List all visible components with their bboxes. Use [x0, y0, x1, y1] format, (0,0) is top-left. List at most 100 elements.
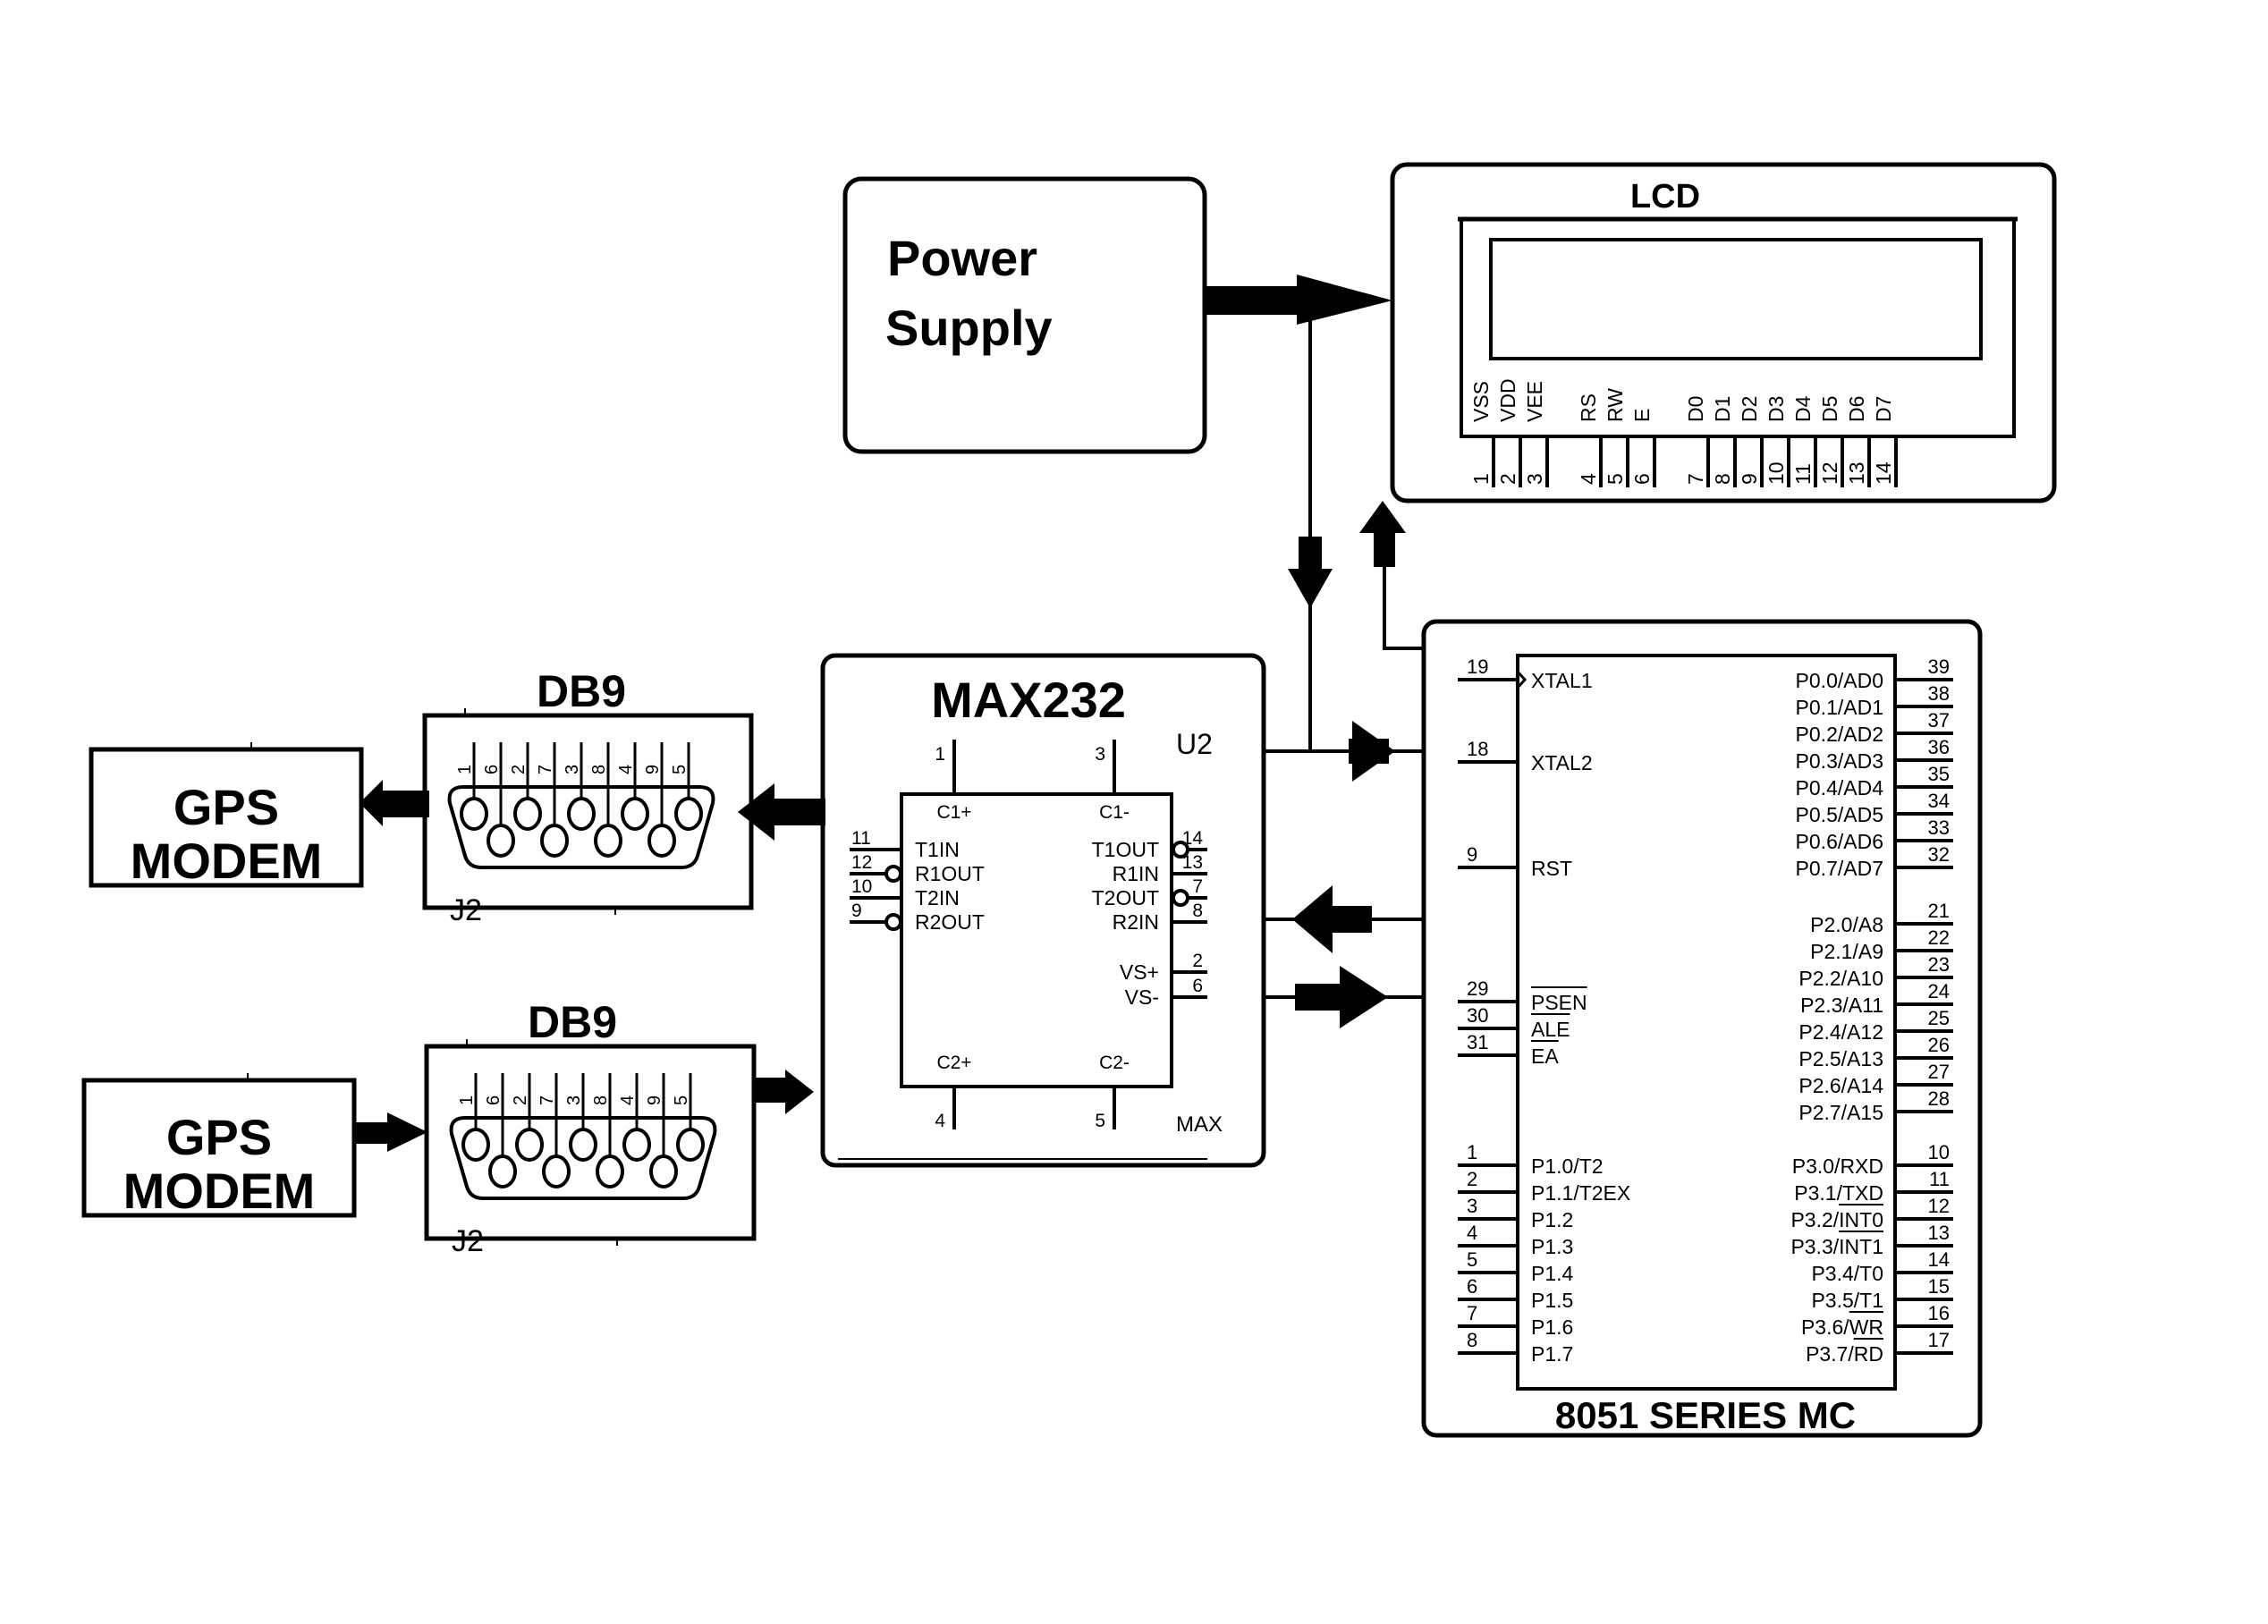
mcu-right-pin-name: P3.0/RXD: [1792, 1155, 1883, 1178]
db9-pin-socket: [461, 1128, 490, 1162]
db9-pin-number: 9: [643, 765, 663, 774]
db9-title: DB9: [537, 666, 626, 716]
max232-supply-pin-name: VS-: [1125, 985, 1159, 1009]
mcu-right-pin-name: P2.5/A13: [1798, 1047, 1883, 1070]
max232-ref: U2: [1176, 728, 1213, 760]
inversion-bubble: [884, 865, 902, 883]
max232-right-pin-number: 7: [1192, 876, 1203, 897]
mcu-left-pin-name: ALE: [1531, 1018, 1570, 1041]
max232-supply-pin-name: VS+: [1120, 960, 1159, 984]
db9-pin-number: 6: [484, 1095, 504, 1105]
mcu-right-pin-name: P3.6/WR: [1801, 1315, 1883, 1339]
lcd-pin-number: 14: [1872, 461, 1895, 485]
lcd-pin-number: 7: [1684, 473, 1707, 485]
mcu-left-pin-number: 1: [1467, 1141, 1477, 1163]
max232-right-pin-number: 8: [1192, 901, 1203, 921]
mcu-right-pin-number: 39: [1928, 656, 1950, 678]
arrow-max-to-mcu-1: [1349, 721, 1395, 782]
mcu-right-pin-number: 11: [1929, 1168, 1950, 1190]
max232-part: MAX: [1176, 1112, 1223, 1137]
mcu-right-pin-name: P0.2/AD2: [1796, 723, 1883, 746]
mcu-left-pin-number: 19: [1467, 656, 1488, 678]
max232-left-pin-number: 11: [851, 828, 871, 849]
db9-pin-number: 3: [564, 1095, 584, 1105]
arrow-db9-to-gps-upper: [360, 780, 429, 826]
db9-pin-socket: [596, 1155, 624, 1188]
mcu-left-pin-name: EA: [1531, 1045, 1559, 1068]
db9-pin-number: 2: [509, 765, 529, 774]
power-supply-label-line1: Power: [887, 230, 1037, 286]
mcu-left-pin-name: P1.2: [1531, 1208, 1573, 1231]
lcd-pin-header: VSS1VDD2VEE3RS4RW5E6D07D18D29D310D411D51…: [1469, 378, 1898, 487]
lcd-pin-number: 13: [1845, 461, 1868, 485]
mcu-left-pin-name: P1.7: [1531, 1342, 1573, 1366]
mcu-right-pin-number: 12: [1928, 1195, 1950, 1217]
max232-left-pin-number: 9: [851, 901, 862, 921]
lcd-pin-number: 8: [1711, 473, 1734, 485]
db9-pin-socket: [515, 1128, 544, 1162]
db9-pin-number: 1: [455, 765, 475, 774]
arrow-max-to-mcu-2: [1295, 966, 1388, 1028]
wire-mcu-to-lcd: [1383, 563, 1424, 650]
mcu-left-pin-name: P1.0/T2: [1531, 1155, 1604, 1178]
lcd-pin-name: D4: [1791, 395, 1815, 422]
db9-pin-socket: [622, 1128, 651, 1162]
db9-pin-socket: [649, 1155, 678, 1188]
db9-pin-number: 8: [591, 1095, 611, 1105]
inversion-bubble: [884, 913, 902, 931]
db9-pin-socket: [647, 824, 676, 858]
arrow-power-down: [1288, 537, 1333, 608]
mcu-right-pin-name: P2.4/A12: [1798, 1020, 1883, 1044]
db9-pin-number: 4: [616, 765, 636, 774]
mcu-left-pin-number: 9: [1467, 843, 1477, 866]
db9-body: [424, 1044, 757, 1241]
mcu-right-pin-name: P2.7/A15: [1798, 1101, 1883, 1124]
max232-bottom-pin-number: 5: [1095, 1111, 1105, 1131]
mcu-right-pin-number: 10: [1928, 1141, 1950, 1163]
mcu-right-pin-name: P0.6/AD6: [1796, 830, 1883, 853]
mcu-right-pin-name: P2.3/A11: [1800, 994, 1883, 1017]
lcd-pin-number: 1: [1469, 473, 1493, 485]
mcu-right-pin-name: P0.7/AD7: [1796, 857, 1883, 880]
db9-pin-socket: [594, 824, 622, 858]
mcu-right-pin-number: 33: [1928, 816, 1950, 839]
arrow-db9-to-max: [754, 1070, 814, 1114]
gps-modem-upper-line1: GPS: [173, 779, 279, 835]
power-supply-block: Power Supply: [842, 176, 1207, 454]
max232-left-pin-name: T2IN: [915, 886, 960, 909]
db9-pin-number: 3: [563, 765, 582, 774]
db9-pin-socket: [513, 797, 542, 831]
mcu-right-pin-number: 23: [1928, 953, 1950, 976]
db9-ref: J2: [450, 893, 482, 927]
mcu-block: 8051 SERIES MC 19XTAL118XTAL29RST29PSEN3…: [1421, 619, 1983, 1438]
db9-pin-number: 6: [482, 765, 502, 774]
db9-pin-number: 7: [536, 765, 555, 774]
lcd-pin-name: E: [1630, 409, 1654, 422]
mcu-right-pin-name: P0.4/AD4: [1796, 776, 1884, 799]
mcu-right-pin-number: 17: [1928, 1329, 1950, 1351]
mcu-left-pin-number: 7: [1467, 1302, 1477, 1324]
arrow-gps-to-db9-lower: [353, 1112, 427, 1152]
mcu-ic-body: [1516, 654, 1897, 1391]
mcu-left-pin-name: P1.6: [1531, 1315, 1573, 1339]
db9-pin-socket: [488, 1155, 517, 1188]
inversion-bubble: [1172, 841, 1189, 859]
db9-pin-socket: [621, 797, 649, 831]
mcu-right-pin-name: P2.1/A9: [1810, 940, 1883, 963]
lcd-pin-number: 6: [1630, 473, 1654, 485]
db9-pin-socket: [542, 1155, 571, 1188]
arrow-power-to-lcd: [1203, 275, 1392, 325]
db9-pin-number: 1: [457, 1095, 477, 1105]
arrow-max-to-db9-upper: [738, 783, 825, 841]
mcu-right-pin-number: 35: [1928, 763, 1950, 785]
gps-modem-lower: GPS MODEM: [81, 1073, 357, 1219]
mcu-right-pin-name: P0.5/AD5: [1796, 803, 1883, 826]
mcu-right-pin-name: P0.0/AD0: [1796, 669, 1883, 692]
mcu-right-pin-name: P3.7/RD: [1806, 1342, 1883, 1366]
inversion-bubble: [1172, 889, 1189, 907]
lcd-pin-name: VEE: [1523, 381, 1546, 422]
mcu-left-pin-number: 6: [1467, 1275, 1477, 1298]
mcu-right-pin-name: P3.3/INT1: [1790, 1235, 1883, 1258]
